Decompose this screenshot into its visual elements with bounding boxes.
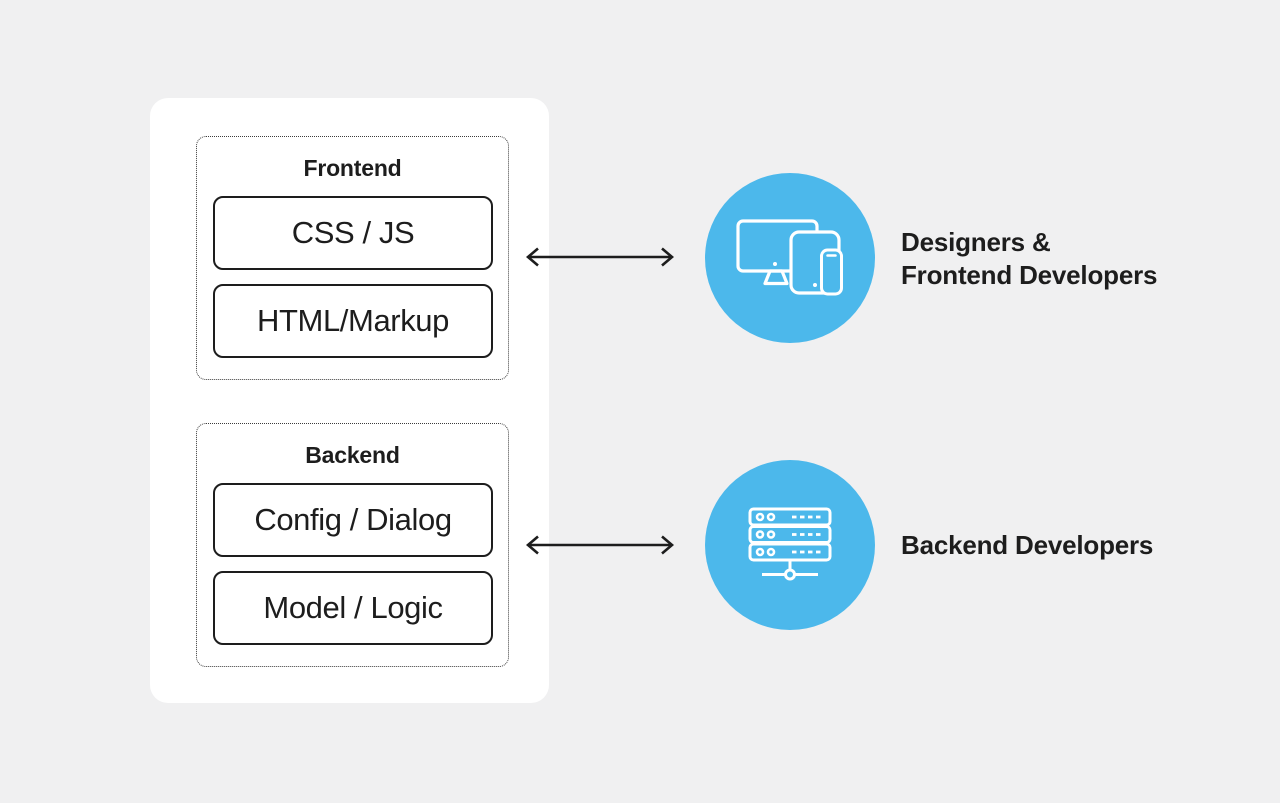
bidirectional-arrow-backend xyxy=(525,535,675,555)
node-css-js: CSS / JS xyxy=(213,196,493,270)
node-model-logic: Model / Logic xyxy=(213,571,493,645)
architecture-card: Frontend CSS / JS HTML/Markup Backend Co… xyxy=(150,98,549,703)
backend-actor-label-line-1: Backend Developers xyxy=(901,530,1154,560)
backend-actor-label: Backend Developers xyxy=(901,529,1153,562)
group-title-backend: Backend xyxy=(305,442,400,468)
devices-icon xyxy=(736,219,843,296)
frontend-actor-label: Designers & Frontend Developers xyxy=(901,226,1157,292)
group-backend: Backend Config / Dialog Model / Logic xyxy=(196,423,509,667)
group-frontend: Frontend CSS / JS HTML/Markup xyxy=(196,136,509,380)
group-title-frontend: Frontend xyxy=(303,155,402,181)
bidirectional-arrow-frontend xyxy=(525,247,675,267)
backend-actor-bubble xyxy=(705,460,875,630)
frontend-actor-label-line-1: Designers & xyxy=(901,227,1051,257)
node-html-markup: HTML/Markup xyxy=(213,284,493,358)
server-icon xyxy=(748,507,832,581)
frontend-actor-label-line-2: Frontend Developers xyxy=(901,260,1158,290)
frontend-actor-bubble xyxy=(705,173,875,343)
node-config-dialog: Config / Dialog xyxy=(213,483,493,557)
